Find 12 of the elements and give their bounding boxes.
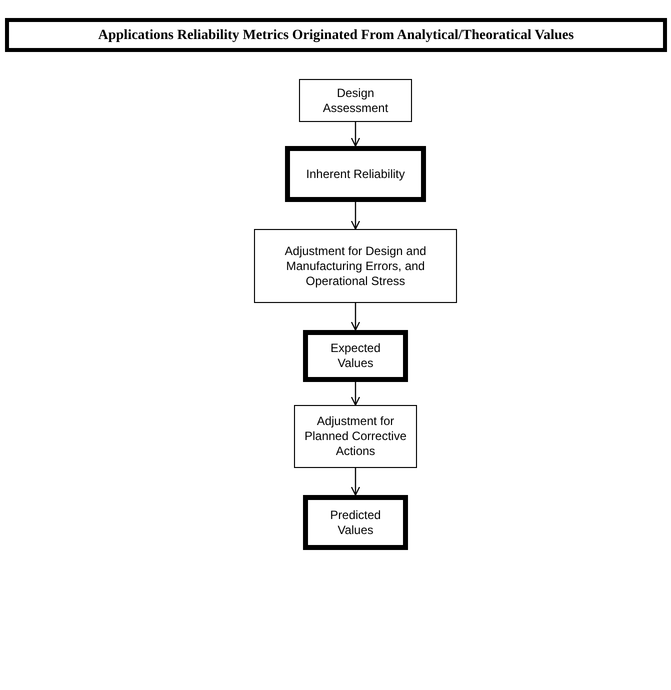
process-box: Adjustment for Design and Manufacturing Errors, and Operational Stress [254,229,457,303]
process-box: Adjustment for Planned Corrective Actions [294,405,417,468]
arrow [350,202,360,230]
result-box: Inherent Reliability [285,146,426,202]
arrow [350,122,360,147]
arrow [350,303,360,331]
arrow [350,382,360,406]
process-box: Design Assessment [299,79,412,122]
arrow [350,468,360,496]
result-box: Predicted Values [303,495,408,550]
title-box: Applications Reliability Metrics Originated From Analytical/Theoratical Values [5,18,667,52]
result-box: Expected Values [303,330,408,382]
